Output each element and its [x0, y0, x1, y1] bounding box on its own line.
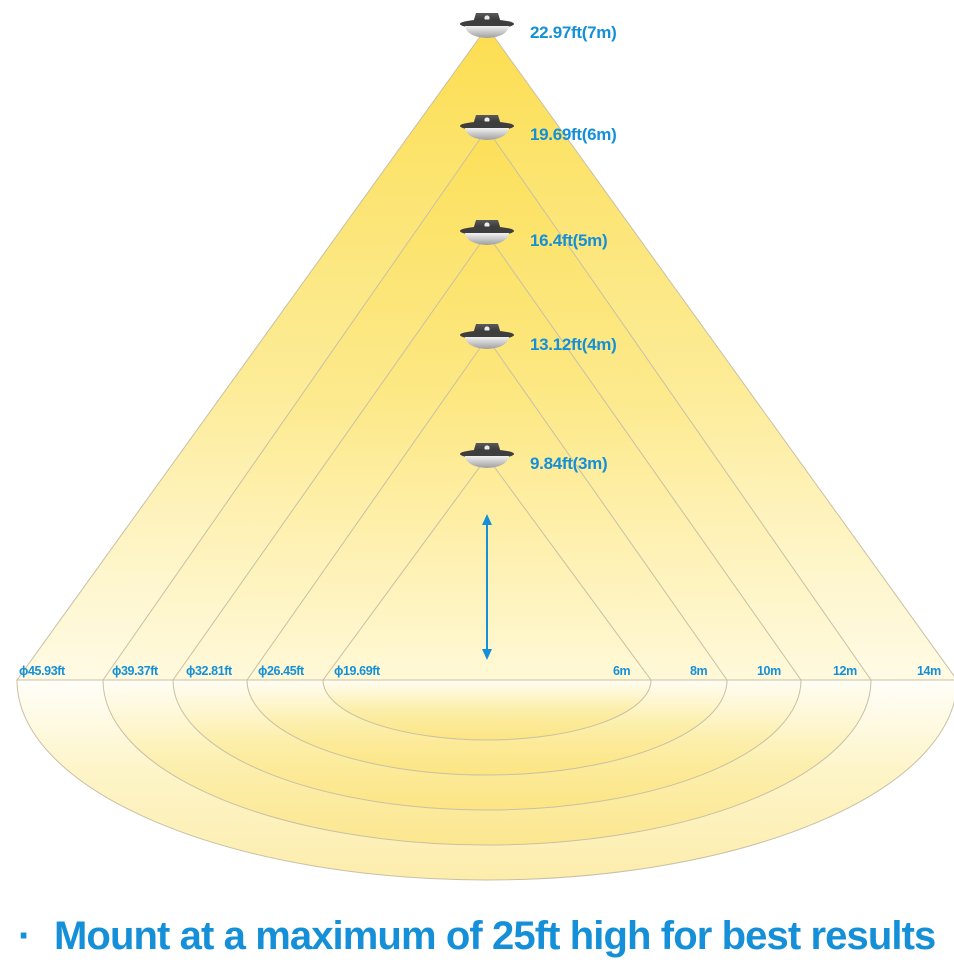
- height-label: 16.4ft(5m): [530, 231, 607, 250]
- caption-text: Mount at a maximum of 25ft high for best…: [54, 914, 936, 958]
- diameter-label: ϕ19.69ft: [334, 664, 381, 678]
- height-label: 19.69ft(6m): [530, 125, 616, 144]
- fixture-lens: [465, 26, 509, 38]
- diagram-labels: 22.97ft(7m) 19.69ft(6m) 16.4ft(5m) 13.12ft(…: [19, 23, 942, 678]
- light-fixture-icon: [460, 324, 514, 349]
- radius-label: 6m: [613, 664, 631, 678]
- fixture-sensor: [484, 15, 490, 21]
- fixture-lens: [465, 456, 509, 468]
- fixture-sensor: [484, 222, 490, 228]
- diameter-label: ϕ26.45ft: [258, 664, 305, 678]
- mounting-caption: · Mount at a maximum of 25ft high for bes…: [18, 906, 948, 966]
- radius-label: 12m: [833, 664, 857, 678]
- fixture-lens: [465, 233, 509, 245]
- ground-ellipses: [16, 679, 954, 881]
- height-arrow: [482, 514, 492, 660]
- fixture-lens: [465, 128, 509, 140]
- height-label: 13.12ft(4m): [530, 335, 616, 354]
- height-label: 22.97ft(7m): [530, 23, 616, 42]
- fixture-lens: [465, 337, 509, 349]
- light-fixtures: [460, 13, 514, 468]
- diameter-label: ϕ45.93ft: [19, 664, 66, 678]
- ground-ellipse: [322, 679, 652, 741]
- light-fixture-icon: [460, 220, 514, 245]
- diameter-label: ϕ32.81ft: [186, 664, 233, 678]
- light-fixture-icon: [460, 13, 514, 38]
- diameter-label: ϕ39.37ft: [112, 664, 159, 678]
- fixture-sensor: [484, 326, 490, 332]
- radius-label: 10m: [757, 664, 781, 678]
- fixture-sensor: [484, 117, 490, 123]
- radius-label: 8m: [690, 664, 708, 678]
- caption-bullet: ·: [18, 914, 31, 958]
- radius-label: 14m: [917, 664, 941, 678]
- height-label: 9.84ft(3m): [530, 454, 607, 473]
- fixture-sensor: [484, 445, 490, 451]
- light-fixture-icon: [460, 115, 514, 140]
- light-fixture-icon: [460, 443, 514, 468]
